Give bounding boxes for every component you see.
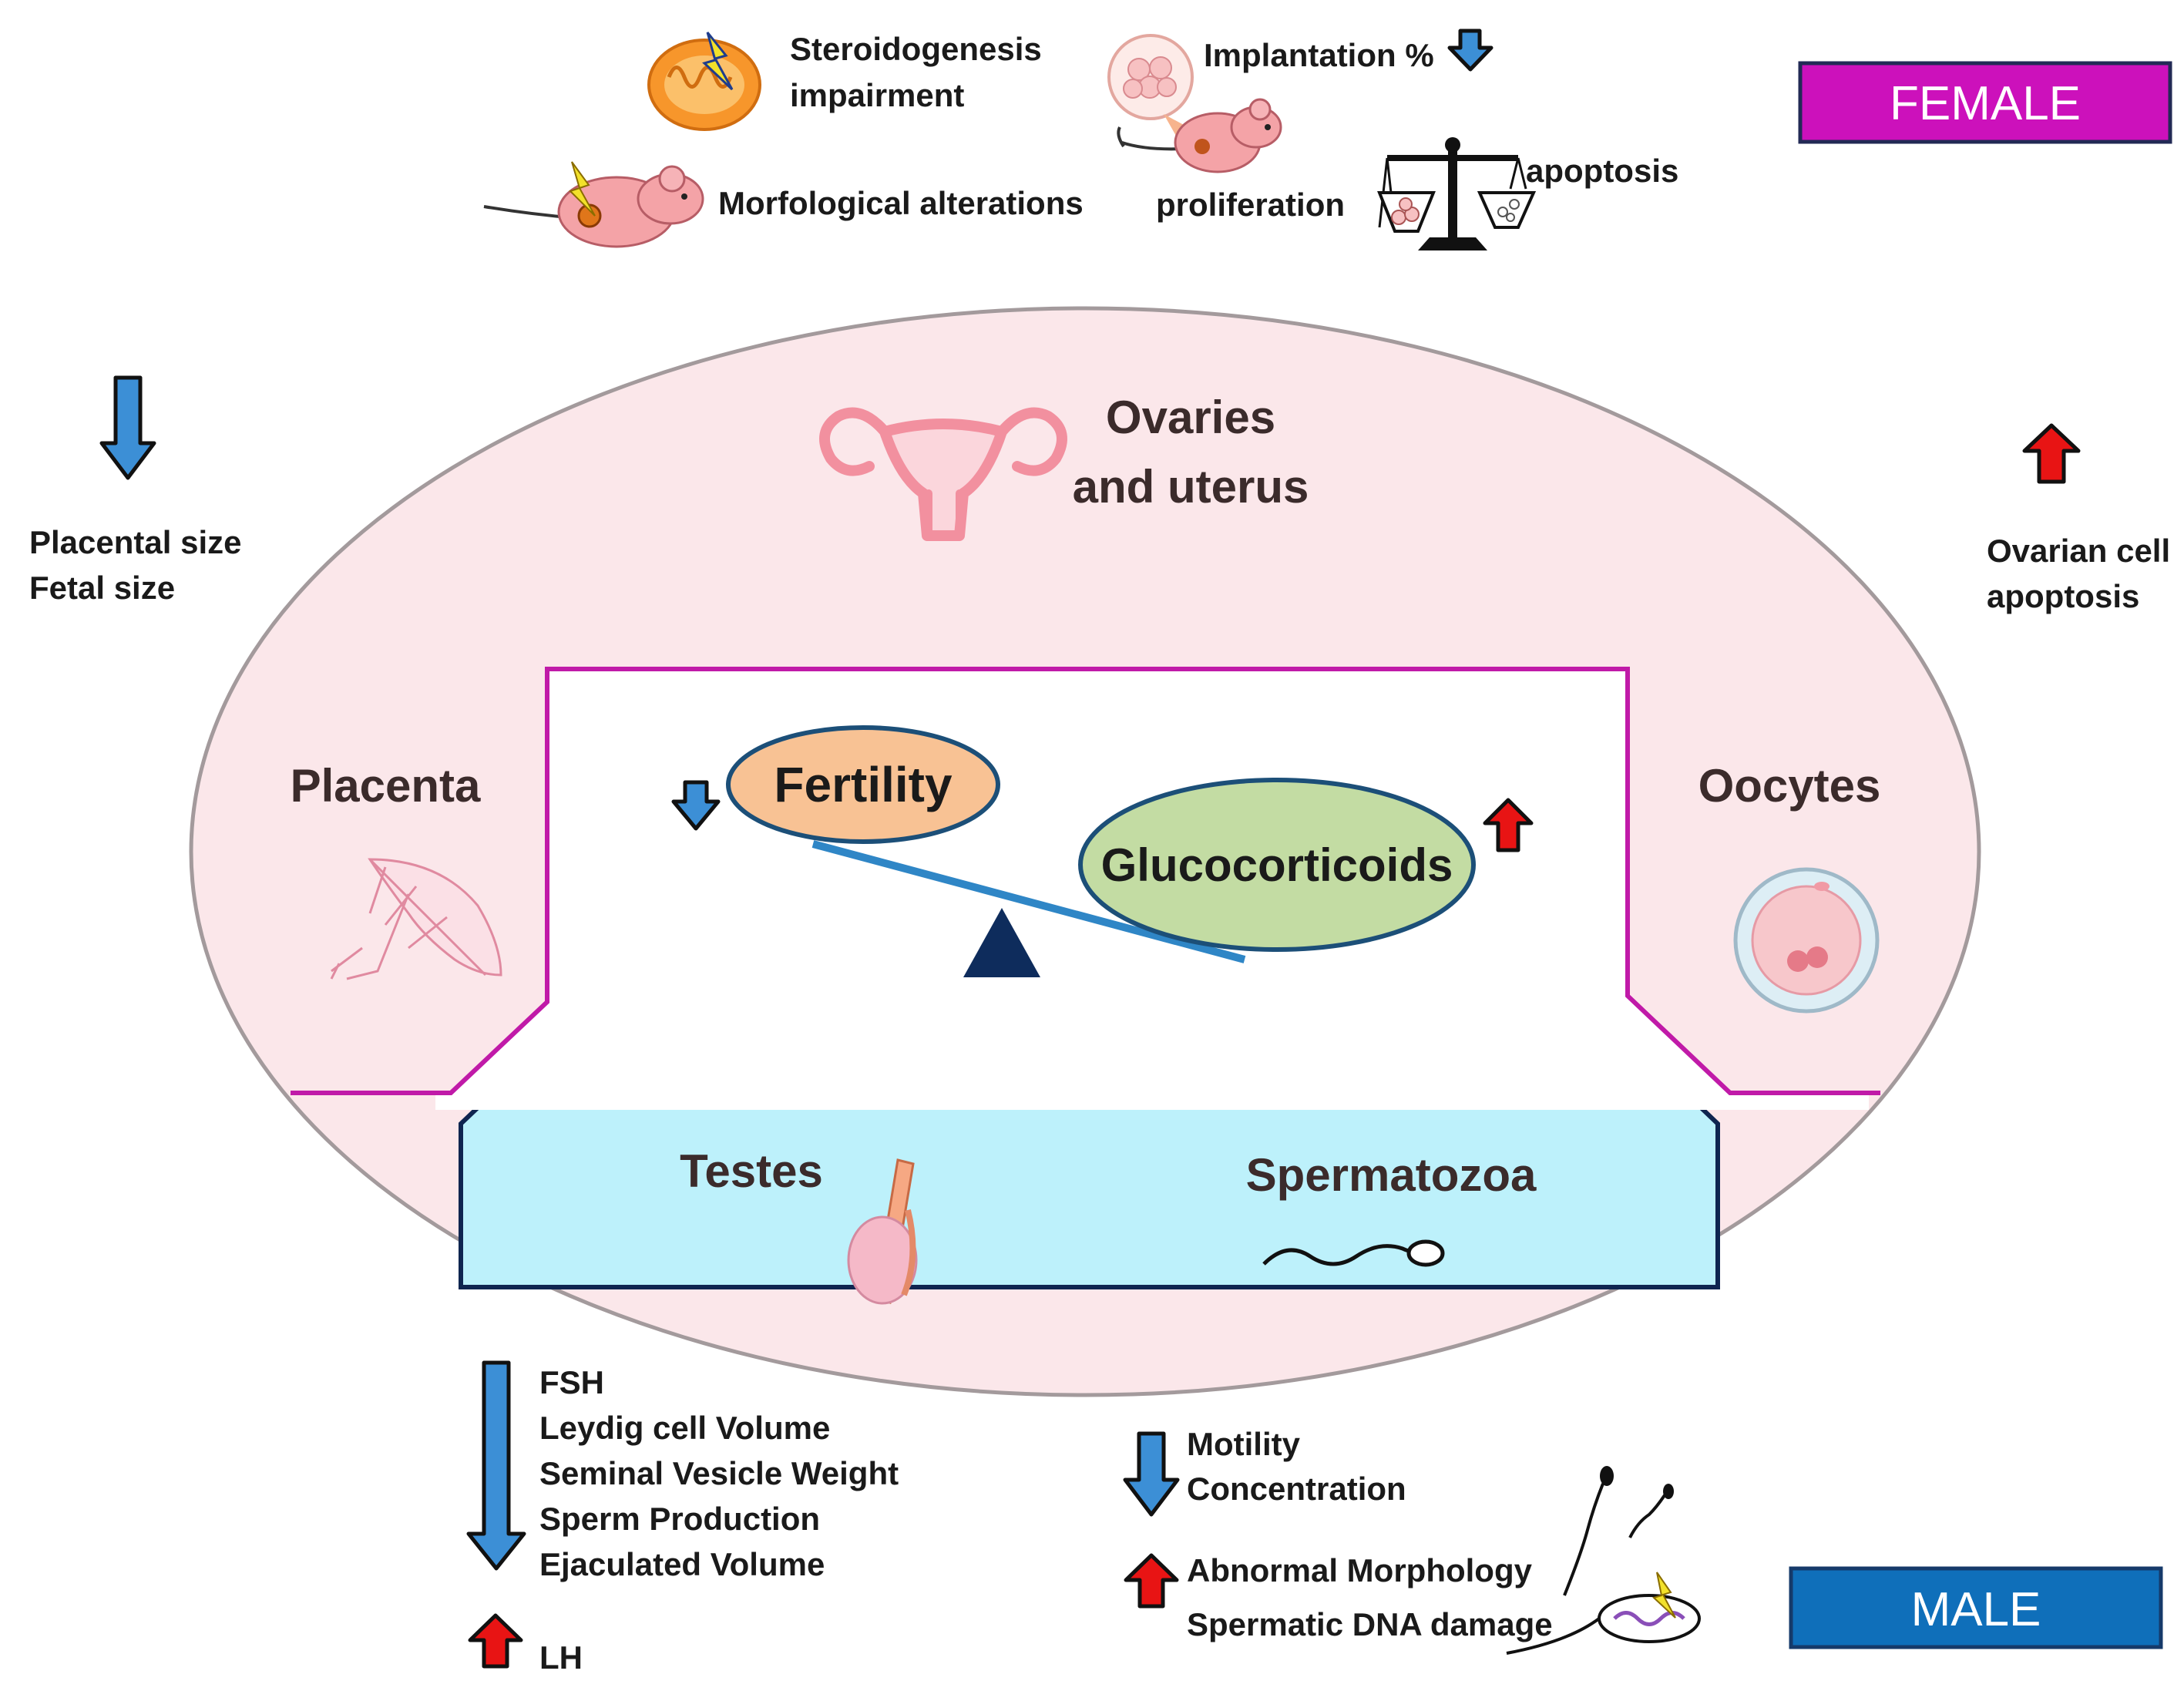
lh-up-arrow [468,1613,523,1669]
abnormal-morphology-label: Abnormal Morphology [1187,1552,1533,1588]
mouse-icon [483,161,704,248]
ejaculated-volume-label: Ejaculated Volume [539,1546,825,1582]
fsh-label: FSH [539,1364,604,1400]
embryo-implantation-icon [1107,34,1282,173]
morphological-label: Morfological alterations [718,185,1084,221]
motility-label: Motility [1187,1426,1301,1462]
fetal-size-label: Fetal size [29,570,175,606]
sperm-down-arrow [1123,1431,1180,1517]
placental-size-label: Placental size [29,524,241,560]
implantation-down-arrow [1447,29,1494,72]
balance-fulcrum [963,908,1040,977]
female-badge: FEMALE [1798,61,2172,144]
oocyte-icon [1733,867,1880,1014]
apoptosis-label: apoptosis [1526,153,1678,189]
ovarian-apoptosis-up-arrow [2022,423,2081,484]
spermatozoa-label: Spermatozoa [1246,1149,1537,1201]
ovarian-apoptosis-label: apoptosis [1987,578,2139,614]
female-badge-label: FEMALE [1890,77,2081,130]
glucocorticoids-label: Glucocorticoids [1101,839,1453,891]
testes-label: Testes [680,1145,823,1197]
oocytes-label: Oocytes [1698,760,1881,812]
glucocorticoids-bubble: Glucocorticoids [1078,778,1476,952]
glucocorticoids-up-arrow [1483,798,1534,852]
leydig-label: Leydig cell Volume [539,1410,830,1446]
male-badge: MALE [1789,1566,2163,1649]
implantation-label: Implantation % [1204,37,1434,73]
uterus-icon [819,407,1067,541]
proliferation-label: proliferation [1156,187,1345,223]
sperm-production-label: Sperm Production [539,1501,820,1537]
ovaries-label-2: and uterus [1073,461,1309,513]
steroidogenesis-label-1: Steroidogenesis [790,31,1042,67]
mitochondrion-icon [647,32,761,131]
placenta-icon [330,858,502,980]
ovaries-label-1: Ovaries [1106,392,1275,443]
balance-zone-border [291,667,1880,1095]
placenta-label: Placenta [291,760,481,812]
fertility-down-arrow [671,780,721,831]
testes-down-arrow [466,1360,526,1571]
steroidogenesis-label-2: impairment [790,77,964,113]
sperm-dna-damage-icon [1506,1466,1701,1655]
ovarian-cell-label: Ovarian cell [1987,533,2170,569]
placental-size-down-arrow [99,375,156,480]
balance-beam [811,840,1246,963]
dna-damage-label: Spermatic DNA damage [1187,1606,1553,1642]
concentration-label: Concentration [1187,1471,1406,1507]
seminal-vesicle-label: Seminal Vesicle Weight [539,1455,899,1491]
fertility-bubble: Fertility [726,725,1000,844]
male-badge-label: MALE [1911,1583,2041,1636]
spermatozoon-icon [1262,1239,1445,1267]
fertility-label: Fertility [774,757,953,812]
testes-icon [847,1158,918,1305]
sperm-up-arrow [1124,1553,1179,1609]
scale-icon [1377,137,1537,250]
lh-label: LH [539,1639,583,1676]
